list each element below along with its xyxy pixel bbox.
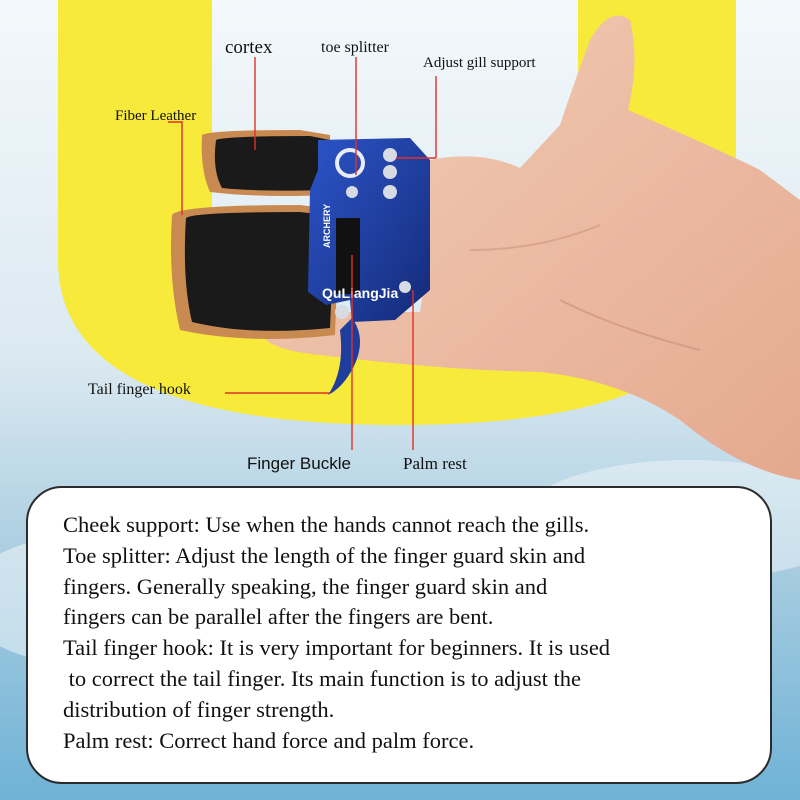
description-line: distribution of finger strength.: [63, 696, 335, 722]
description-line: Tail finger hook: It is very important f…: [63, 635, 611, 661]
description-line: Palm rest: Correct hand force and palm f…: [63, 727, 475, 753]
description-line: fingers. Generally speaking, the finger …: [63, 573, 548, 599]
finger-buckle-strap: [336, 218, 360, 294]
description-box: Cheek support: Use when the hands cannot…: [26, 486, 772, 784]
side-print: ARCHERY: [322, 204, 332, 248]
label-finger-buckle: Finger Buckle: [247, 454, 351, 473]
leader-line-fiber-leather: [168, 121, 183, 215]
screw: [383, 185, 397, 199]
description-line: Cheek support: Use when the hands cannot…: [63, 512, 590, 537]
cortex-leather: [184, 212, 335, 331]
screw: [383, 165, 397, 179]
description-line: Toe splitter: Adjust the length of the f…: [63, 542, 586, 568]
label-cortex: cortex: [225, 37, 273, 58]
hand: [262, 15, 800, 480]
brand-print: QuLiangJia: [322, 285, 398, 301]
description-line: fingers can be parallel after the finger…: [63, 604, 494, 630]
label-tail-finger-hook: Tail finger hook: [88, 381, 191, 398]
label-fiber-leather: Fiber Leather: [115, 108, 197, 124]
screw: [383, 148, 397, 162]
screw: [335, 305, 349, 319]
hand-crease: [559, 299, 701, 351]
description-line: to correct the tail finger. Its main fun…: [63, 665, 581, 691]
label-toe-splitter: toe splitter: [321, 39, 389, 56]
label-palm-rest: Palm rest: [403, 454, 467, 473]
leader-lines: [168, 57, 437, 450]
hand-crease: [469, 224, 601, 251]
cortex-leather: [214, 136, 330, 191]
label-adjust-gill-support: Adjust gill support: [423, 55, 536, 71]
screw: [399, 281, 411, 293]
screw: [346, 186, 358, 198]
cheek-support-ring: [335, 148, 365, 178]
